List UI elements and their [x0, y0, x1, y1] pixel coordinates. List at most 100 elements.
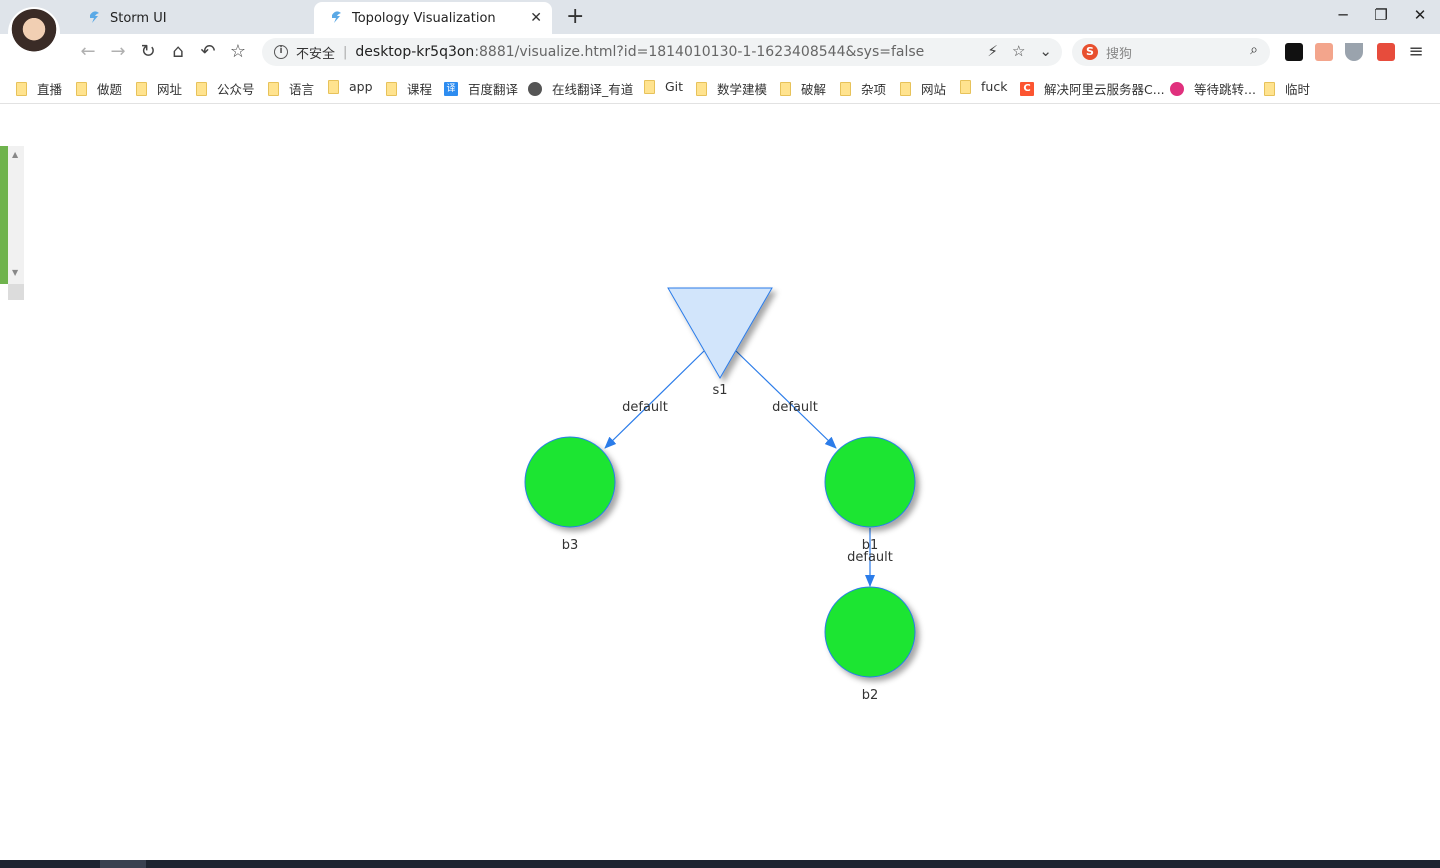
- back-icon[interactable]: ←: [80, 41, 96, 62]
- bookmark-label: 语言: [289, 82, 315, 97]
- folder-icon: [900, 81, 911, 96]
- extension-icon[interactable]: [1285, 43, 1303, 61]
- bookmark-item[interactable]: fuck: [960, 79, 1007, 94]
- home-icon[interactable]: ⌂: [172, 41, 184, 62]
- folder-icon: [328, 79, 339, 94]
- info-icon[interactable]: i: [274, 45, 288, 59]
- side-panel-strip: [0, 146, 8, 284]
- scroll-up-icon[interactable]: ▲: [12, 150, 19, 159]
- bookmark-label: fuck: [981, 79, 1008, 94]
- node-b1[interactable]: [824, 436, 916, 528]
- folder-icon: [196, 81, 207, 96]
- menu-icon[interactable]: ≡: [1408, 41, 1424, 62]
- extension-icon[interactable]: [1315, 43, 1333, 61]
- tab-strip: Storm UI Topology Visualization ✕ + ─ ❐ …: [0, 0, 1440, 59]
- bookmark-item[interactable]: 杂项: [840, 79, 886, 98]
- scroll-down-icon[interactable]: ▼: [12, 268, 19, 277]
- bookmark-label: 做题: [97, 82, 123, 97]
- node-b3[interactable]: [524, 436, 616, 528]
- node-label: b3: [562, 538, 579, 553]
- bookmark-item[interactable]: Git: [644, 79, 683, 94]
- bookmark-item[interactable]: 网站: [900, 79, 946, 98]
- bookmark-label: 百度翻译: [468, 82, 519, 97]
- minimize-icon[interactable]: ─: [1338, 6, 1348, 24]
- pdf-extension-icon[interactable]: [1377, 43, 1395, 61]
- search-box[interactable]: S 搜狗 ⌕: [1072, 38, 1270, 66]
- bookmark-item[interactable]: 临时: [1264, 79, 1310, 98]
- forward-icon[interactable]: →: [110, 41, 126, 62]
- bookmark-item[interactable]: 破解: [780, 79, 826, 98]
- close-icon[interactable]: ✕: [530, 10, 542, 26]
- bookmark-item[interactable]: 译百度翻译: [444, 79, 518, 98]
- search-icon[interactable]: ⌕: [1250, 42, 1258, 58]
- edge-s1-b3[interactable]: [604, 350, 705, 449]
- bookmark-label: 网站: [921, 82, 947, 97]
- bookmark-star-icon[interactable]: ☆: [229, 41, 247, 62]
- bookmark-item[interactable]: 在线翻译_有道: [528, 79, 633, 98]
- bookmark-label: 在线翻译_有道: [552, 82, 634, 97]
- folder-icon: [16, 81, 27, 96]
- translate-icon: 译: [444, 81, 458, 96]
- bookmarks-bar: 直播 做题 网址 公众号 语言 app 课程译百度翻译 在线翻译_有道 Git 数学建模破解杂项 网…: [0, 70, 1440, 104]
- close-window-icon[interactable]: ✕: [1413, 6, 1427, 24]
- profile-avatar[interactable]: [8, 7, 60, 59]
- url-path: :8881/visualize.html?id=1814010130-1-162…: [474, 44, 925, 60]
- extension-icon[interactable]: [1345, 43, 1363, 61]
- folder-icon: [1264, 81, 1275, 96]
- bookmark-label: 解决阿里云服务器C...: [1044, 82, 1165, 97]
- bookmark-item[interactable]: 公众号: [196, 79, 255, 98]
- csdn-icon: C: [1020, 81, 1034, 96]
- bookmark-item[interactable]: app: [328, 79, 373, 94]
- security-label: 不安全: [296, 46, 336, 62]
- reload-icon[interactable]: ↻: [140, 41, 156, 62]
- tab-topology-visualization[interactable]: Topology Visualization ✕: [314, 2, 552, 34]
- search-placeholder: 搜狗: [1106, 46, 1133, 62]
- bookmark-label: Git: [665, 79, 684, 94]
- bookmark-item[interactable]: 做题: [76, 79, 122, 98]
- browser-toolbar: ← → ↻ ⌂ ↶ ☆ i 不安全 | desktop-kr5q3on:8881…: [0, 34, 1440, 70]
- node-label: b2: [862, 688, 879, 703]
- bookmark-item[interactable]: 课程: [386, 79, 432, 98]
- restore-icon[interactable]: ❐: [1374, 6, 1388, 24]
- address-bar[interactable]: i 不安全 | desktop-kr5q3on:8881/visualize.h…: [262, 38, 1062, 66]
- folder-icon: [780, 81, 791, 96]
- taskbar-item[interactable]: [100, 860, 146, 868]
- tab-title: Topology Visualization: [352, 10, 496, 26]
- new-tab-button[interactable]: +: [566, 4, 585, 29]
- flower-icon: [1170, 81, 1184, 96]
- edge-label: default: [772, 400, 818, 415]
- tab-storm-ui[interactable]: Storm UI: [72, 2, 312, 34]
- undo-icon[interactable]: ↶: [200, 41, 216, 62]
- folder-icon: [386, 81, 397, 96]
- folder-icon: [644, 79, 655, 94]
- globe-icon: [528, 81, 542, 96]
- lightning-icon[interactable]: ⚡: [987, 42, 998, 60]
- bookmark-label: 公众号: [217, 82, 255, 97]
- bookmark-label: 直播: [37, 82, 63, 97]
- bookmark-item[interactable]: 直播: [16, 79, 62, 98]
- folder-icon: [268, 81, 279, 96]
- bookmark-label: 数学建模: [717, 82, 768, 97]
- bookmark-label: app: [349, 79, 373, 94]
- tab-title: Storm UI: [110, 10, 167, 26]
- folder-icon: [960, 79, 971, 94]
- bookmark-label: 课程: [407, 82, 433, 97]
- node-b2[interactable]: [824, 586, 916, 678]
- side-scrollbar[interactable]: ▲ ▼: [8, 146, 24, 300]
- bookmark-label: 网址: [157, 82, 183, 97]
- favorite-star-icon[interactable]: ☆: [1011, 42, 1026, 60]
- url-host: desktop-kr5q3on: [355, 44, 475, 60]
- folder-icon: [76, 81, 87, 96]
- node-s1[interactable]: [667, 287, 773, 379]
- bookmark-item[interactable]: C 解决阿里云服务器C...: [1020, 79, 1165, 98]
- storm-icon: [328, 8, 344, 28]
- chevron-down-icon[interactable]: ⌄: [1039, 42, 1052, 60]
- bookmark-item[interactable]: 语言: [268, 79, 314, 98]
- scrollbar-corner: [8, 284, 24, 300]
- bookmark-item[interactable]: 等待跳转...: [1170, 79, 1256, 98]
- bookmark-item[interactable]: 数学建模: [696, 79, 767, 98]
- edge-s1-b1[interactable]: [735, 350, 837, 449]
- bookmark-item[interactable]: 网址: [136, 79, 182, 98]
